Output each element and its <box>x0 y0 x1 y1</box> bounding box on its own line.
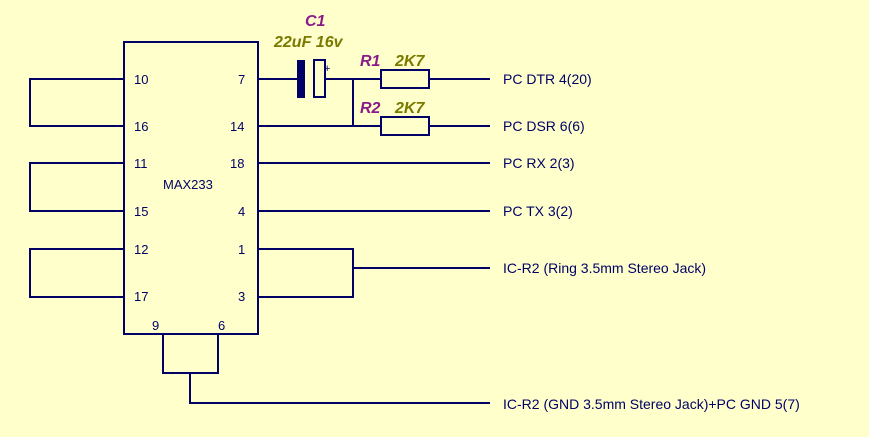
pin-10-label: 10 <box>134 72 148 87</box>
max233-chip-body <box>123 41 259 335</box>
c1-negative-plate <box>297 60 305 98</box>
pin-3-label: 3 <box>238 289 245 304</box>
pin-14-label: 14 <box>230 119 244 134</box>
r2-body <box>380 116 430 136</box>
r2-value: 2K7 <box>394 100 425 117</box>
pin-4-label: 4 <box>238 204 245 219</box>
c1-ref: C1 <box>305 13 326 30</box>
pin-9-label: 9 <box>152 318 159 333</box>
c1-value: 22uF 16v <box>273 34 344 51</box>
gnd-junction-wire <box>162 334 219 374</box>
pin-1-label: 1 <box>238 242 245 257</box>
loop-11-15 <box>29 162 124 212</box>
pin-7-label: 7 <box>238 72 245 87</box>
c1-polarity: + <box>324 63 330 75</box>
r1-value: 2K7 <box>394 53 425 70</box>
loop-12-17 <box>29 248 124 298</box>
r2-ref: R2 <box>360 100 381 117</box>
net-tx: PC TX 3(2) <box>503 203 573 219</box>
pin-16-label: 16 <box>134 119 148 134</box>
pin-12-label: 12 <box>134 242 148 257</box>
gnd-wire <box>189 373 490 404</box>
wire-pin1-pin3-bracket <box>258 248 354 298</box>
pin-18-label: 18 <box>230 156 244 171</box>
pin-15-label: 15 <box>134 204 148 219</box>
pin-17-label: 17 <box>134 289 148 304</box>
net-gnd: IC-R2 (GND 3.5mm Stereo Jack)+PC GND 5(7… <box>503 396 800 412</box>
chip-name: MAX233 <box>163 177 213 192</box>
net-ring: IC-R2 (Ring 3.5mm Stereo Jack) <box>503 260 706 276</box>
r1-body <box>380 69 430 89</box>
net-dsr: PC DSR 6(6) <box>503 118 585 134</box>
net-dtr: PC DTR 4(20) <box>503 71 592 87</box>
net-rx: PC RX 2(3) <box>503 155 575 171</box>
r1-ref: R1 <box>360 53 381 70</box>
pin-11-label: 11 <box>134 156 148 171</box>
loop-10-16 <box>29 78 124 127</box>
pin-6-label: 6 <box>218 318 225 333</box>
